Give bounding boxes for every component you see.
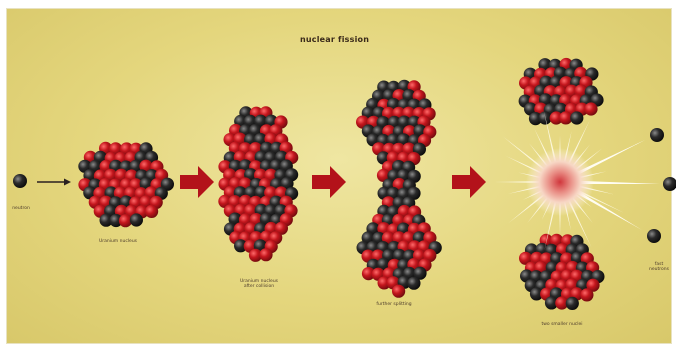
- caption-after-collision: Uranium nucleus after collision: [222, 279, 296, 289]
- caption-uranium-nucleus: Uranium nucleus: [88, 239, 148, 244]
- energy-burst: [494, 111, 660, 250]
- burst-core: [526, 148, 594, 216]
- stage-arrow-2: [312, 166, 346, 198]
- diagram-title: nuclear fission: [300, 35, 369, 44]
- neutron-particle: [407, 277, 420, 290]
- neutron-particle: [566, 297, 579, 310]
- uranium-nucleus: [78, 142, 174, 228]
- fragment-nucleus-top: [519, 58, 604, 125]
- fast-neutron-middle: [663, 177, 676, 191]
- fast-neutron-top: [650, 128, 664, 142]
- caption-further-splitting: further splitting: [362, 302, 426, 307]
- fragment-nucleus-bottom: [519, 234, 605, 310]
- splitting-nucleus: [356, 80, 442, 298]
- proton: [145, 205, 158, 218]
- proton: [584, 102, 597, 115]
- proton: [580, 288, 593, 301]
- elongated-nucleus: [218, 106, 298, 262]
- incoming-arrow: [37, 179, 71, 186]
- neutron-particle: [130, 213, 143, 226]
- caption-neutron: neutron: [4, 206, 38, 211]
- neutron-particle: [570, 111, 583, 124]
- stage-arrow-3: [452, 166, 486, 198]
- caption-fast-neutrons: fast neutrons: [644, 262, 674, 272]
- incoming-neutron: [13, 174, 27, 188]
- caption-smaller-nuclei: two smaller nuclei: [520, 322, 604, 327]
- fast-neutron-bottom: [647, 229, 661, 243]
- stage-arrow-1: [180, 166, 214, 198]
- proton: [392, 285, 405, 298]
- proton: [259, 248, 272, 261]
